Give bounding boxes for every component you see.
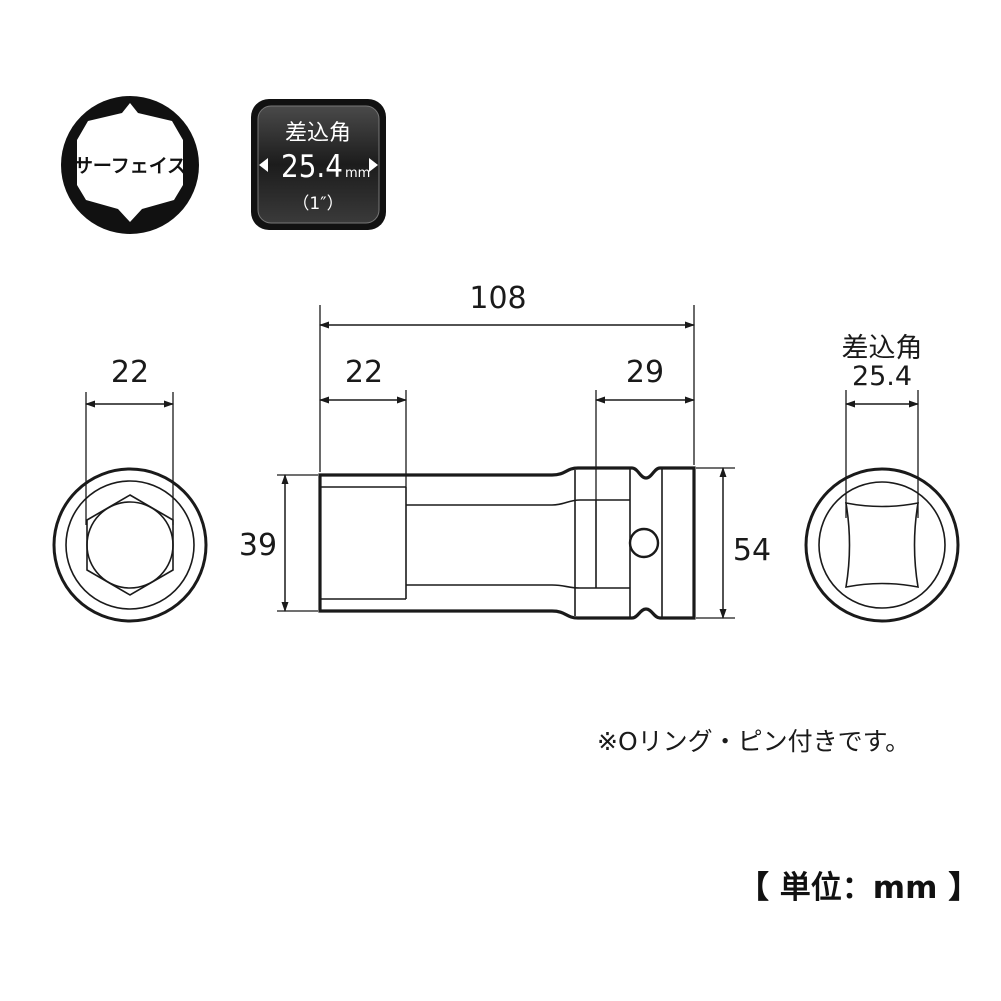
- arrow-right-icon: [369, 158, 378, 172]
- arrow-left-icon: [259, 158, 268, 172]
- surface-badge: サーフェイス: [61, 96, 199, 234]
- dim-drive-end-diameter: 54: [733, 533, 771, 568]
- socket-side-view: [318, 466, 696, 620]
- dim-drive-end-length: 29: [626, 355, 664, 390]
- drive-badge-size: 25.4: [281, 149, 343, 185]
- dim-drive-label: 差込角: [842, 333, 923, 364]
- dim-head-diameter: 39: [239, 528, 277, 563]
- drive-badge-title: 差込角: [285, 121, 351, 146]
- unit-label: 【 単位：mm 】: [738, 870, 980, 906]
- socket-end-view-hex: [52, 467, 208, 623]
- surface-badge-label: サーフェイス: [74, 155, 186, 177]
- drive-badge-unit: mm: [345, 166, 370, 181]
- accessories-note: ※Oリング・ピン付きです。: [597, 727, 911, 756]
- dim-overall-length: 108: [469, 281, 526, 316]
- drive-badge-inch: （1″）: [292, 194, 343, 214]
- dim-socket-depth: 22: [345, 355, 383, 390]
- dim-hex-across-flats: 22: [111, 355, 149, 390]
- socket-end-view-square: [804, 467, 960, 623]
- drive-size-badge: 差込角 25.4 mm （1″）: [251, 99, 386, 230]
- dim-drive-size: 25.4: [852, 361, 912, 392]
